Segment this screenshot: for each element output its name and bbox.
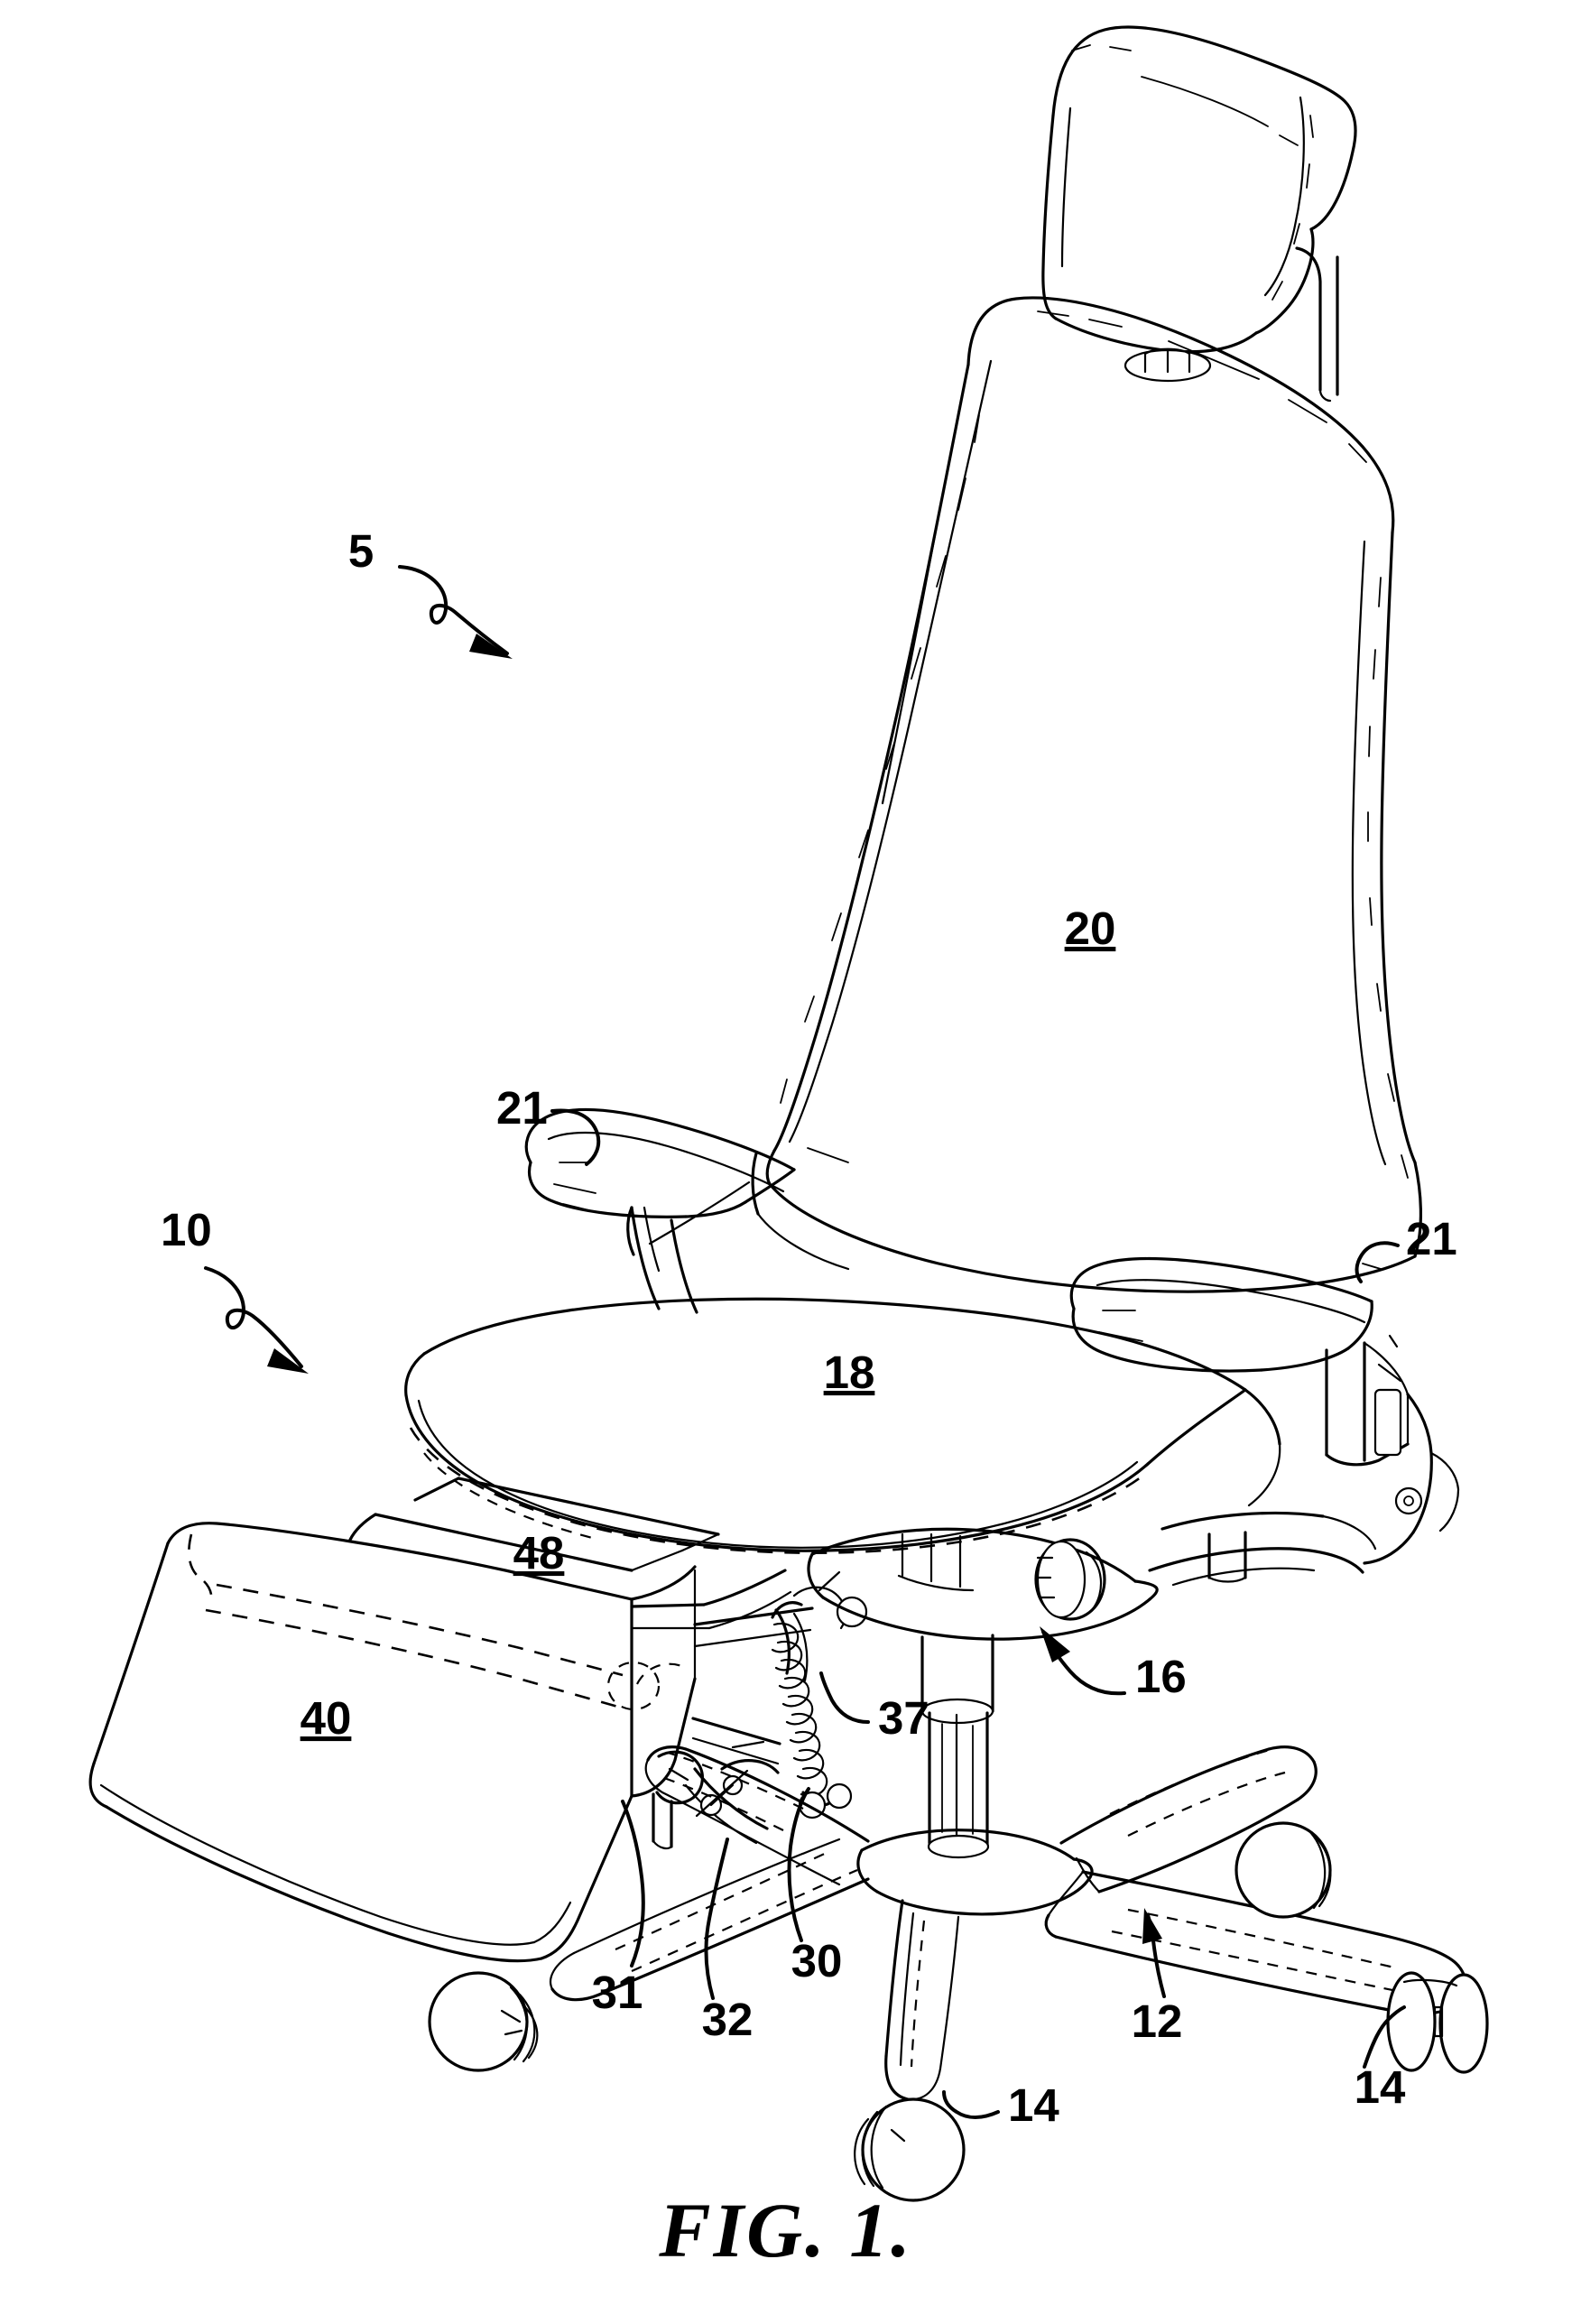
headrest-mount [1124, 347, 1212, 383]
leg-rest [88, 1477, 720, 1963]
leader-31 [621, 1800, 645, 1968]
caster-front [854, 2097, 966, 2202]
seat-back [751, 296, 1423, 1293]
leader-5 [398, 565, 513, 659]
leader-14-right [1363, 2005, 1406, 2069]
leader-21-left [550, 1108, 601, 1166]
ref-14-right: 14 [1355, 2061, 1406, 2113]
ref-40: 40 [301, 1692, 352, 1744]
ref-30: 30 [791, 1935, 843, 1986]
leader-lines [204, 565, 1406, 2119]
caster-right [1386, 1971, 1489, 2074]
ref-20: 20 [1065, 903, 1116, 954]
leader-37 [819, 1671, 870, 1724]
ref-12: 12 [1132, 1995, 1183, 2047]
leader-14-center [942, 2090, 1000, 2119]
casters [428, 1821, 1489, 2202]
seat-cushion [404, 1181, 1281, 1554]
ref-18: 18 [824, 1347, 875, 1398]
caster-left [428, 1971, 539, 2072]
leader-12 [1142, 1908, 1166, 1998]
ref-31: 31 [592, 1967, 643, 2018]
armrest-left [524, 1107, 849, 1314]
seat-support-mechanism [630, 1511, 1377, 1682]
leader-30 [787, 1787, 810, 1942]
ref-21-left: 21 [496, 1082, 548, 1134]
ref-16: 16 [1135, 1651, 1187, 1702]
ref-5: 5 [348, 525, 374, 577]
figure-caption: FIG. 1. [658, 2187, 912, 2273]
armrest-right [1069, 1257, 1460, 1565]
reference-numerals: 5 10 20 21 21 18 48 40 37 16 31 32 30 12… [161, 525, 1457, 2131]
leader-21-right [1355, 1241, 1400, 1283]
ref-21-right: 21 [1406, 1213, 1457, 1264]
headrest [1041, 25, 1357, 403]
spring [771, 1570, 868, 1819]
caster-rear-right [1234, 1821, 1332, 1919]
base-star [550, 1745, 1467, 2101]
ref-10: 10 [161, 1204, 212, 1255]
ref-14-center: 14 [1008, 2079, 1059, 2131]
leader-16 [1040, 1626, 1126, 1696]
ref-32: 32 [702, 1994, 754, 2045]
leader-10 [204, 1266, 309, 1374]
ref-37: 37 [878, 1692, 929, 1744]
leg-rest-linkage [652, 1606, 814, 1850]
gas-cylinder [920, 1634, 994, 1859]
ref-48: 48 [513, 1527, 565, 1579]
leader-32 [704, 1838, 729, 2000]
